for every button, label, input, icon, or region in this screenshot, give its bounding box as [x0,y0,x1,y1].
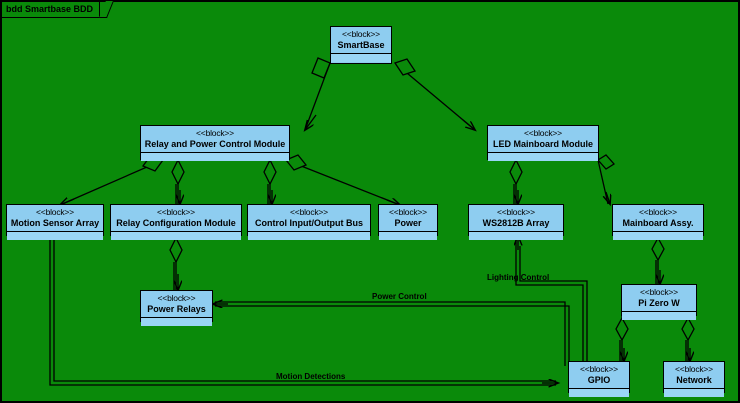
block-compartment [622,311,696,320]
block-led-mainboard-module[interactable]: <<block>> LED Mainboard Module [487,125,599,161]
block-name: Motion Sensor Array [10,218,100,228]
block-stereotype: <<block>> [157,207,195,217]
block-compartment [7,231,103,240]
edge-relay_pcm-power [285,159,401,206]
block-compartment [569,388,629,397]
block-compartment [488,152,598,161]
block-gpio[interactable]: <<block>> GPIO [568,361,630,397]
block-compartment [613,231,703,240]
flow-label-power-control: Power Control [372,292,427,301]
block-stereotype: <<block>> [196,128,234,138]
block-stereotype: <<block>> [639,207,677,217]
block-compartment [111,231,241,240]
block-name: Control Input/Output Bus [255,218,363,228]
block-smartbase[interactable]: <<block>> SmartBase [330,26,392,64]
block-name: LED Mainboard Module [493,139,593,149]
block-relay-and-power-control-module[interactable]: <<block>> Relay and Power Control Module [140,125,290,161]
block-mainboard-assy[interactable]: <<block>> Mainboard Assy. [612,204,704,240]
block-stereotype: <<block>> [342,29,380,39]
block-name: Mainboard Assy. [622,218,694,228]
flow-label-lighting-control: Lighting Control [487,273,550,282]
block-name: Network [676,375,712,385]
block-name: SmartBase [337,40,385,50]
block-motion-sensor-array[interactable]: <<block>> Motion Sensor Array [6,204,104,240]
block-compartment [248,231,370,240]
block-compartment [664,388,724,397]
block-network[interactable]: <<block>> Network [663,361,725,397]
block-relay-configuration-module[interactable]: <<block>> Relay Configuration Module [110,204,242,240]
block-pi-zero-w[interactable]: <<block>> Pi Zero W [621,284,697,320]
block-stereotype: <<block>> [580,364,618,374]
block-stereotype: <<block>> [36,207,74,217]
block-compartment [469,231,563,240]
block-control-input-output-bus[interactable]: <<block>> Control Input/Output Bus [247,204,371,240]
block-stereotype: <<block>> [497,207,535,217]
block-power-relays[interactable]: <<block>> Power Relays [140,290,213,326]
block-stereotype: <<block>> [524,128,562,138]
block-name: Relay Configuration Module [116,218,236,228]
edge-smartbase-led_mb [394,62,476,131]
block-name: Relay and Power Control Module [144,139,286,149]
flow-motion-detections [49,236,556,386]
block-name: GPIO [587,375,611,385]
block-compartment [331,53,391,62]
block-stereotype: <<block>> [157,293,196,303]
block-ws2812b-array[interactable]: <<block>> WS2812B Array [468,204,564,240]
block-stereotype: <<block>> [290,207,328,217]
block-name: Power Relays [147,304,206,314]
block-compartment [141,317,212,326]
block-name: Pi Zero W [638,298,680,308]
diagram-title: bdd Smartbase BDD [2,2,101,18]
flow-power-control [215,301,566,366]
flow-label-motion-detections: Motion Detections [276,372,346,381]
block-name: WS2812B Array [482,218,550,228]
flow-lighting-control [515,236,584,361]
block-compartment [379,231,437,240]
block-stereotype: <<block>> [640,287,678,297]
block-name: Power [394,218,422,228]
block-compartment [141,152,289,161]
block-power[interactable]: <<block>> Power [378,204,438,240]
block-stereotype: <<block>> [675,364,713,374]
block-stereotype: <<block>> [389,207,427,217]
